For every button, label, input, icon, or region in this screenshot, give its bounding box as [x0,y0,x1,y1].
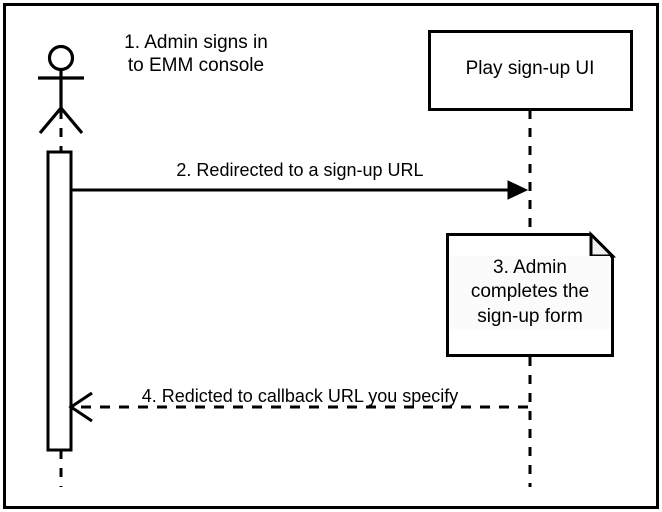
actor-right-leg-line [59,106,84,135]
stick-figure-actor-icon [38,44,84,135]
message-4-label: 4. Redicted to callback URL you specify [141,386,459,406]
note-text-line-1: 3. Admin [450,256,610,281]
participant-box[interactable] [428,30,633,111]
message-2-label: 2. Redirected to a sign-up URL [176,160,424,180]
actor-left-leg-line [38,106,63,135]
note-text-line-2: completes the [450,280,610,305]
actor-caption-line-1: 1. Admin signs in [124,32,268,53]
note-text-line-3: sign-up form [450,304,610,329]
participant-label: Play sign-up UI [465,58,595,79]
actor-activation-bar [46,150,73,452]
message-4-arrowhead-icon [68,391,93,423]
message-2-arrowhead-icon [507,180,529,200]
actor-caption-line-2: to EMM console [127,55,265,77]
